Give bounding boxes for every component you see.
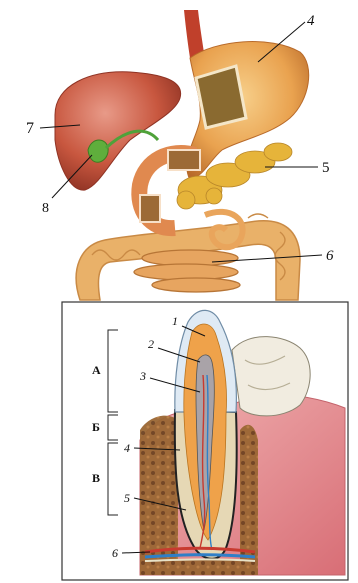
number-enamel: 1 (172, 314, 178, 328)
duodenum-cutaway (168, 150, 200, 170)
label-stomach: 4 (307, 13, 315, 29)
region-label-crown: А (92, 363, 101, 377)
region-label-neck: Б (92, 420, 100, 434)
label-intestine: 6 (326, 248, 334, 264)
number-periodontium: 5 (124, 491, 130, 505)
duodenum-cutaway-2 (140, 195, 160, 222)
neighbor-tooth (232, 337, 310, 416)
number-pulp: 3 (139, 369, 146, 383)
digestive-illustration (55, 10, 309, 300)
number-dentin: 2 (148, 337, 154, 351)
region-label-root: В (92, 471, 100, 485)
number-cement: 4 (124, 441, 130, 455)
label-liver: 7 (26, 120, 34, 137)
label-pancreas: 5 (322, 160, 330, 176)
liver (55, 72, 181, 190)
label-gallbladder: 8 (42, 201, 49, 216)
number-vessels: 6 (112, 546, 118, 560)
stomach-cutaway (196, 66, 246, 128)
gallbladder (88, 140, 108, 162)
